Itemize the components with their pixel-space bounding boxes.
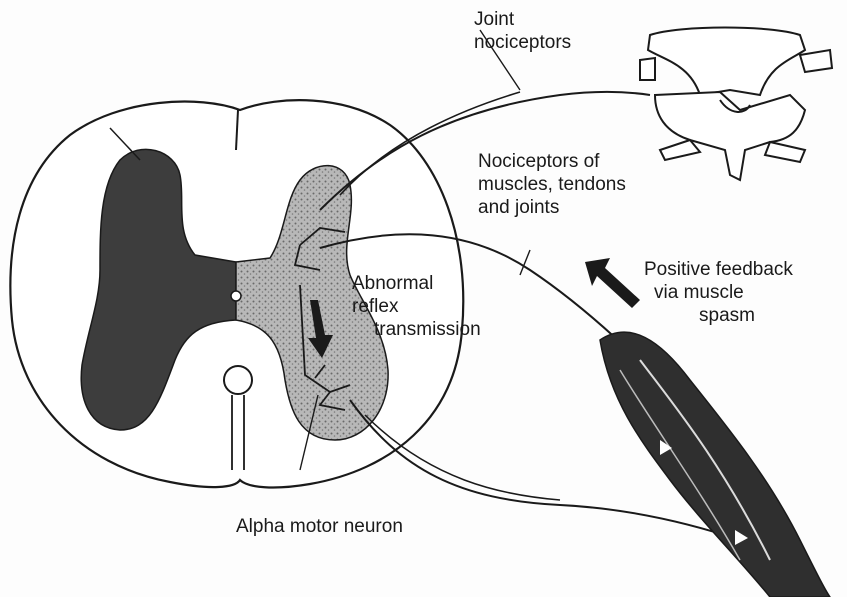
- abnormal-reflex-label: Abnormal reflex transmission: [352, 272, 481, 341]
- positive-feedback-arrow: [585, 258, 640, 308]
- joint-nociceptors-label: Joint nociceptors: [474, 8, 571, 54]
- muscle-illustration: [600, 332, 830, 597]
- alpha-motor-neuron-label: Alpha motor neuron: [236, 515, 403, 538]
- positive-feedback-label: Positive feedback via muscle spasm: [644, 258, 793, 327]
- nociceptors-muscles-label: Nociceptors of muscles, tendons and join…: [478, 150, 626, 219]
- vertebra-illustration: [640, 28, 832, 181]
